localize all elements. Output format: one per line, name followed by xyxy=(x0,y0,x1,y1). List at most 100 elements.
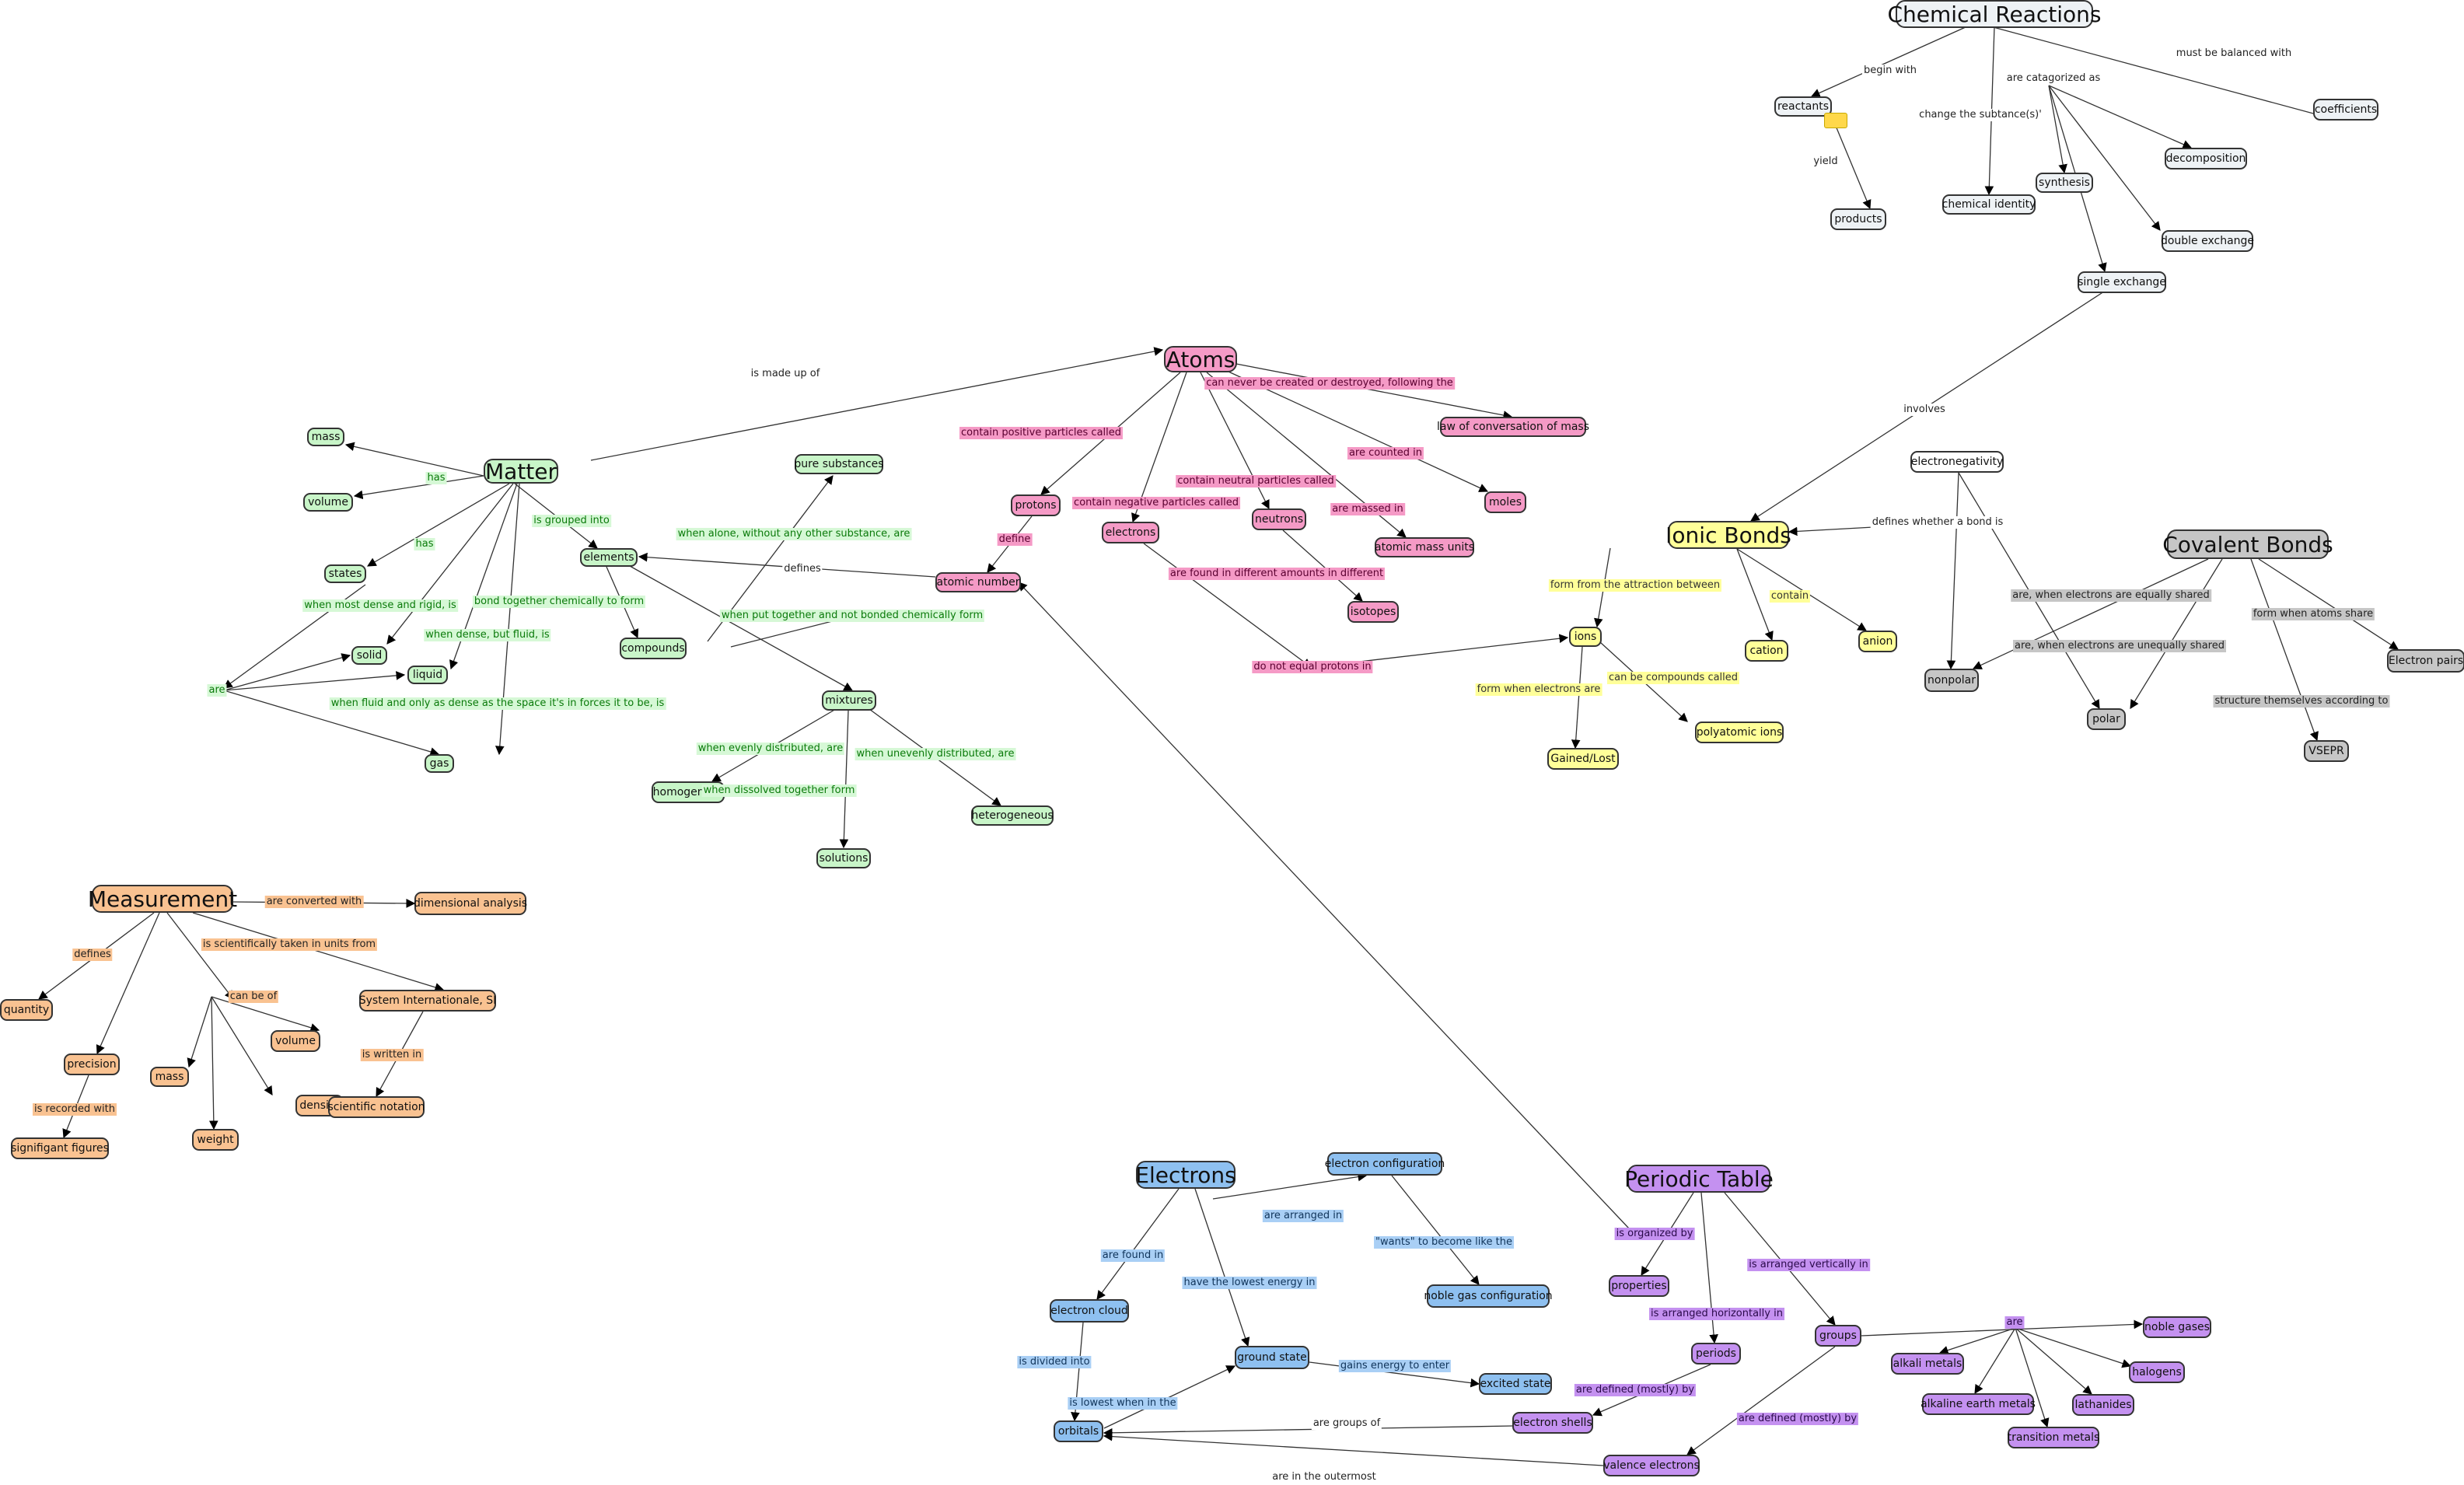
link-label-groups-of[interactable]: are groups of xyxy=(1311,1417,1382,1430)
node-alkali[interactable]: alkali metals xyxy=(1891,1353,1964,1375)
link-label-has2[interactable]: has xyxy=(414,538,435,550)
node-electronsBig[interactable]: Electrons xyxy=(1135,1161,1236,1189)
link-label-sci-taken[interactable]: is scientifically taken in units from xyxy=(201,938,378,951)
note-icon[interactable] xyxy=(1824,113,1847,128)
link-label-never-created[interactable]: can never be created or destroyed, follo… xyxy=(1204,377,1455,390)
link-label-defines-bond[interactable]: defines whether a bond is xyxy=(1870,516,2005,529)
node-matter[interactable]: Matter xyxy=(484,458,558,484)
link-label-evenly[interactable]: when evenly distributed, are xyxy=(696,742,845,755)
node-polyatomic[interactable]: polyatomic ions xyxy=(1695,722,1784,743)
link-label-lowest-when[interactable]: is lowest when in the xyxy=(1068,1397,1178,1410)
link-label-gains-energy[interactable]: gains energy to enter xyxy=(1338,1360,1452,1372)
link-label-defined-by2[interactable]: are defined (mostly) by xyxy=(1736,1413,1859,1425)
link-label-diff-amounts[interactable]: are found in different amounts in differ… xyxy=(1168,568,1386,580)
node-solutions[interactable]: solutions xyxy=(816,848,871,868)
link-label-neg-particles[interactable]: contain negative particles called xyxy=(1072,497,1240,509)
node-measurement[interactable]: Measurement xyxy=(87,885,238,913)
link-label-outermost[interactable]: are in the outermost xyxy=(1270,1471,1378,1483)
node-solid[interactable]: solid xyxy=(351,646,387,665)
node-anion[interactable]: anion xyxy=(1858,631,1897,652)
link-label-equally-shared[interactable]: are, when electrons are equally shared xyxy=(2011,589,2211,602)
link-label-not-equal[interactable]: do not equal protons in xyxy=(1252,661,1373,673)
link-label-massed-in[interactable]: are massed in xyxy=(1330,503,1405,515)
node-quantity[interactable]: quantity xyxy=(0,999,53,1021)
node-isotopes[interactable]: isotopes xyxy=(1347,601,1399,623)
link-label-most-dense[interactable]: when most dense and rigid, is xyxy=(302,599,458,612)
node-valence[interactable]: valence electrons xyxy=(1603,1455,1700,1476)
node-moles[interactable]: moles xyxy=(1484,491,1526,513)
link-label-pos-particles[interactable]: contain positive particles called xyxy=(959,427,1124,439)
node-transition[interactable]: transition metals xyxy=(2008,1427,2099,1448)
link-label-dissolved[interactable]: when dissolved together form xyxy=(701,784,857,797)
link-label-recorded-with[interactable]: is recorded with xyxy=(32,1103,117,1116)
link-label-is-grouped-into[interactable]: is grouped into xyxy=(532,515,611,527)
node-covalent[interactable]: Covalent Bonds xyxy=(2162,529,2333,559)
node-chemrx[interactable]: Chemical Reactions xyxy=(1887,0,2102,28)
link-label-attraction[interactable]: form from the attraction between xyxy=(1548,579,1722,592)
link-label-compounds-called[interactable]: can be compounds called xyxy=(1606,672,1740,684)
node-mass2[interactable]: mass xyxy=(150,1067,189,1087)
node-neutrons[interactable]: neutrons xyxy=(1252,508,1306,530)
link-label-unequally-shared[interactable]: are, when electrons are unequally shared xyxy=(2013,640,2226,652)
link-label-can-be-of[interactable]: can be of xyxy=(228,991,279,1003)
link-label-change-sub[interactable]: change the subtance(s)' xyxy=(1917,109,2043,121)
node-electrons[interactable]: electrons xyxy=(1102,522,1159,543)
link-label-neutral-particles[interactable]: contain neutral particles called xyxy=(1176,475,1336,487)
node-atoms[interactable]: Atoms xyxy=(1164,346,1237,372)
node-pure[interactable]: pure substances xyxy=(794,454,884,474)
link-label-counted-in[interactable]: are counted in xyxy=(1347,447,1424,459)
link-label-horizontally[interactable]: is arranged horizontally in xyxy=(1649,1308,1784,1320)
link-label-has1[interactable]: has xyxy=(425,472,447,484)
node-protons[interactable]: protons xyxy=(1011,494,1061,516)
link-label-organized-by[interactable]: is organized by xyxy=(1614,1228,1695,1240)
node-nonpolar[interactable]: nonpolar xyxy=(1924,669,1979,692)
node-si[interactable]: System Internationale, SI xyxy=(359,990,496,1012)
link-label-structure[interactable]: structure themselves according to xyxy=(2213,695,2390,708)
node-ecloud[interactable]: electron cloud xyxy=(1050,1299,1129,1323)
link-label-balanced[interactable]: must be balanced with xyxy=(2174,47,2294,60)
node-chemid[interactable]: chemical identity xyxy=(1942,194,2036,215)
node-volume1[interactable]: volume xyxy=(303,493,353,512)
node-scinot[interactable]: scientific notation xyxy=(327,1096,425,1118)
node-eshells[interactable]: electron shells xyxy=(1512,1412,1593,1434)
node-amu[interactable]: atomic mass units xyxy=(1375,537,1474,557)
link-label-converted[interactable]: are converted with xyxy=(264,896,364,908)
node-volume2[interactable]: volume xyxy=(271,1030,320,1052)
link-label-dense-fluid[interactable]: when dense, but fluid, is xyxy=(424,629,551,641)
node-sigfig[interactable]: signifigant figures xyxy=(11,1137,109,1159)
node-coefficients[interactable]: coefficients xyxy=(2313,99,2378,121)
node-halogens[interactable]: halogens xyxy=(2129,1361,2185,1383)
node-vsepr[interactable]: VSEPR xyxy=(2304,740,2349,762)
node-lathanides[interactable]: lathanides xyxy=(2072,1394,2134,1416)
node-periods[interactable]: periods xyxy=(1691,1343,1741,1364)
node-mass1[interactable]: mass xyxy=(307,428,344,446)
node-electronpairs[interactable]: Electron pairs xyxy=(2387,649,2464,673)
node-ground[interactable]: ground state xyxy=(1235,1346,1309,1369)
link-label-unevenly[interactable]: when unevenly distributed, are xyxy=(855,748,1016,760)
node-electroneg[interactable]: electronegativity xyxy=(1910,451,2004,473)
link-label-defines1[interactable]: defines xyxy=(782,563,823,575)
node-periodic[interactable]: Periodic Table xyxy=(1624,1165,1774,1193)
link-label-involves[interactable]: involves xyxy=(1902,404,1947,416)
node-compounds[interactable]: compounds xyxy=(620,638,687,659)
node-lawcons[interactable]: law of conversation of mass xyxy=(1437,417,1589,437)
link-label-written-in[interactable]: is written in xyxy=(360,1049,424,1061)
node-singleex[interactable]: single exchange xyxy=(2078,271,2166,293)
node-precision[interactable]: precision xyxy=(64,1053,120,1075)
node-polar[interactable]: polar xyxy=(2087,708,2126,730)
link-label-atoms-share[interactable]: form when atoms share xyxy=(2251,608,2375,620)
link-label-begin-with[interactable]: begin with xyxy=(1861,65,1919,77)
node-states[interactable]: states xyxy=(324,564,366,583)
node-alkaline[interactable]: alkaline earth metals xyxy=(1921,1393,2036,1415)
link-label-fluid-space[interactable]: when fluid and only as dense as the spac… xyxy=(329,697,666,710)
node-reactants[interactable]: reactants xyxy=(1774,96,1832,117)
link-label-define[interactable]: define xyxy=(997,533,1033,546)
node-heterogeneous[interactable]: heterogeneous xyxy=(971,805,1054,826)
node-decomposition[interactable]: decomposition xyxy=(2165,148,2247,169)
link-label-are-groups[interactable]: are xyxy=(2004,1316,2025,1329)
node-orbitals[interactable]: orbitals xyxy=(1054,1420,1103,1442)
link-label-when-alone[interactable]: when alone, without any other substance,… xyxy=(676,528,912,540)
link-label-is-made-up-of[interactable]: is made up of xyxy=(749,368,822,380)
node-groups[interactable]: groups xyxy=(1815,1325,1861,1347)
node-gas[interactable]: gas xyxy=(425,754,454,773)
